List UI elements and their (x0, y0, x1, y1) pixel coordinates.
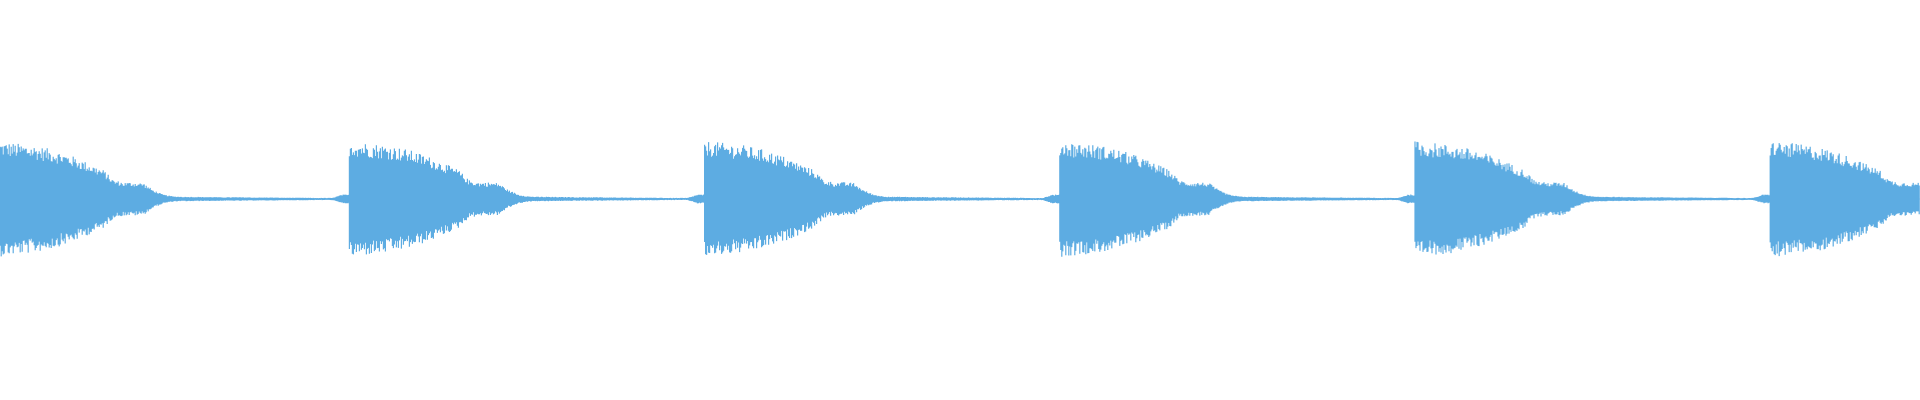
waveform-burst-6 (1769, 143, 1920, 257)
waveform-bursts (0, 141, 1920, 257)
waveform-burst-1 (0, 143, 350, 257)
waveform-burst-5 (1414, 141, 1771, 255)
waveform-burst-4 (1059, 144, 1416, 257)
waveform-burst-3 (704, 142, 1061, 255)
waveform-burst-2 (348, 144, 705, 255)
